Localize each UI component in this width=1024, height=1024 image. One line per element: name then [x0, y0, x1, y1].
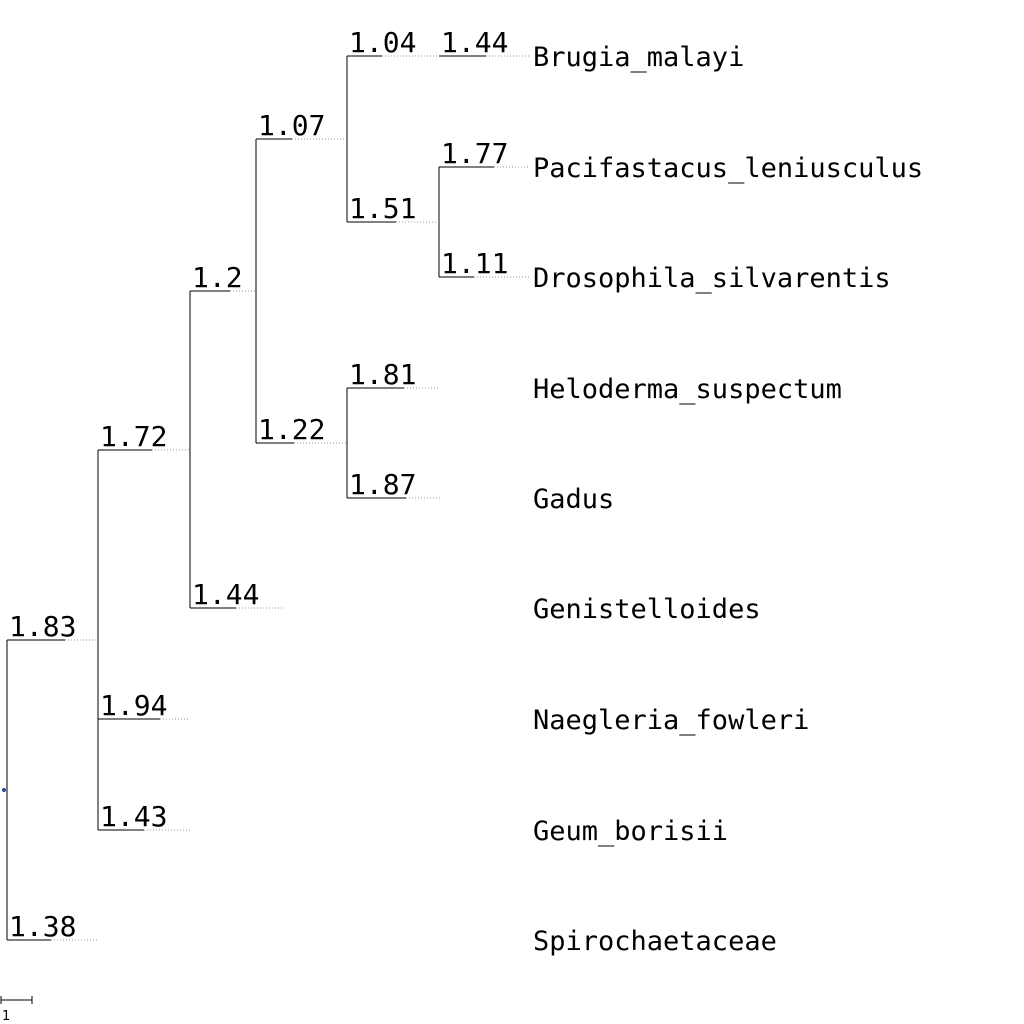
leaf-label-brugia-malayi: Brugia_malayi: [533, 42, 744, 73]
branch-length-n7: 1.22: [258, 413, 325, 446]
branch-length-naegleria: 1.94: [100, 689, 167, 722]
branch-length-n4: 1.07: [258, 109, 325, 142]
branch-length-heloderma: 1.81: [349, 358, 416, 391]
branch-length-n5: 1.04: [349, 26, 416, 59]
branch-length-brugia: 1.44: [441, 26, 508, 59]
branch-length-n3: 1.2: [192, 261, 243, 294]
leaf-label-heloderma-suspectum: Heloderma_suspectum: [533, 374, 842, 405]
scale-bar: 1: [0, 996, 33, 1024]
scale-bar-label: 1: [2, 1009, 10, 1024]
branch-length-drosophila: 1.11: [441, 247, 508, 280]
branch-length-n6: 1.51: [349, 192, 416, 225]
root-marker: [2, 788, 6, 792]
leaf-label-genistelloides: Genistelloides: [533, 594, 761, 625]
branch-length-n2: 1.72: [100, 420, 167, 453]
leaf-label-drosophila-silvarentis: Drosophila_silvarentis: [533, 263, 891, 294]
leaf-label-pacifastacus-leniusculus: Pacifastacus_leniusculus: [533, 153, 923, 184]
branch-length-n1: 1.83: [9, 610, 76, 643]
branch-length-pacifastacus: 1.77: [441, 137, 508, 170]
leaf-label-naegleria-fowleri: Naegleria_fowleri: [533, 705, 809, 736]
leaf-label-spirochaetaceae: Spirochaetaceae: [533, 926, 777, 957]
branch-length-genistelloides: 1.44: [192, 578, 259, 611]
branch-length-spirochaetaceae: 1.38: [9, 910, 76, 943]
branch-length-geum: 1.43: [100, 800, 167, 833]
leaf-label-geum-borisii: Geum_borisii: [533, 816, 728, 847]
branch-length-gadus: 1.87: [349, 468, 416, 501]
leaf-label-gadus: Gadus: [533, 484, 614, 515]
